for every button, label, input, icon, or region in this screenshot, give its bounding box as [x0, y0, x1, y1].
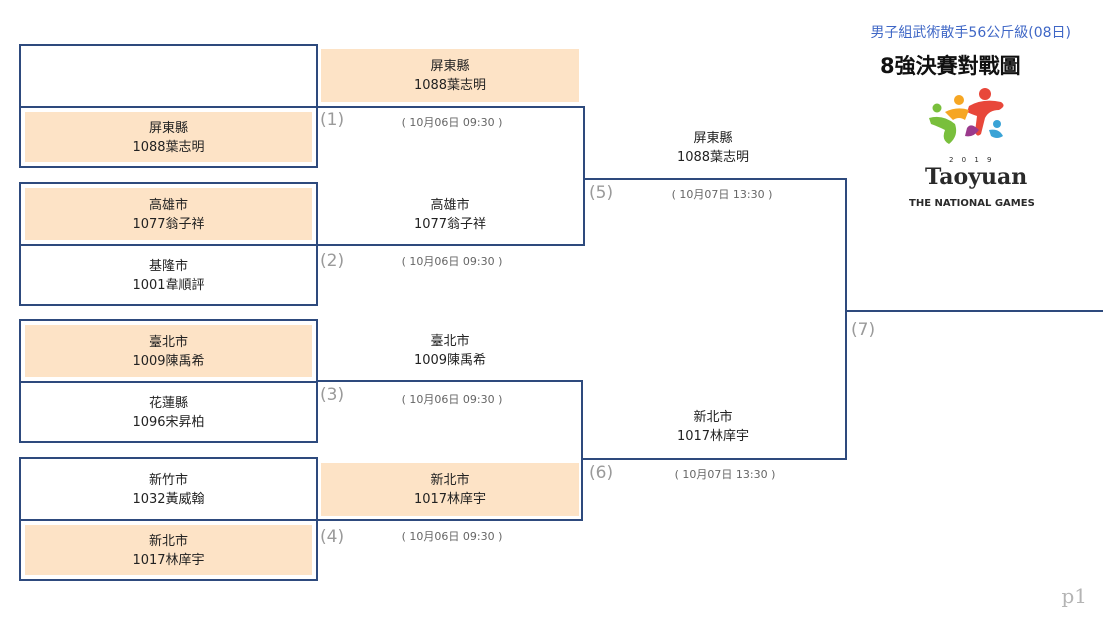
winner-county: 屏東縣	[693, 131, 733, 146]
slot-player: 1077翁子祥	[132, 217, 205, 232]
winner-highlight	[25, 525, 312, 575]
match-2-time: ( 10月06日 09:30 )	[401, 255, 503, 268]
match-2-winner: 高雄市 1077翁子祥	[321, 196, 579, 234]
round1-slot-1	[19, 44, 318, 108]
match-5-winner: 屏東縣 1088葉志明	[585, 129, 841, 167]
match-5-number: (5)	[589, 183, 614, 203]
winner-county: 屏東縣	[430, 59, 470, 74]
bracket-line	[318, 106, 585, 108]
round1-slot-7-entry: 新竹市 1032黃威翰	[21, 471, 316, 509]
match-3-winner: 臺北市 1009陳禹希	[321, 332, 579, 370]
games-logo: 2 0 1 9 Taoyuan THE NATIONAL GAMES	[905, 86, 1035, 212]
bracket-line	[846, 310, 1103, 312]
slot-county: 新竹市	[148, 473, 188, 488]
match-1-winner-highlight	[321, 49, 579, 102]
round1-slot-3: 高雄市 1077翁子祥	[19, 182, 318, 246]
slot-player: 1096宋昇柏	[132, 415, 205, 430]
winner-county: 高雄市	[430, 198, 470, 213]
round1-slot-6-entry: 花蓮縣 1096宋昇柏	[21, 394, 316, 432]
match-3-number: (3)	[320, 385, 345, 405]
slot-county: 基隆市	[148, 259, 188, 274]
slot-player: 1009陳禹希	[132, 354, 205, 369]
logo-year: 2 0 1 9	[949, 156, 995, 164]
winner-county: 新北市	[430, 473, 470, 488]
match-5-time: ( 10月07日 13:30 )	[671, 188, 773, 201]
match-4-winner: 新北市 1017林庠宇	[321, 471, 579, 509]
slot-player: 1001韋順評	[132, 278, 205, 293]
round1-slot-6: 花蓮縣 1096宋昇柏	[19, 381, 318, 443]
bracket-line	[583, 106, 585, 246]
winner-player: 1077翁子祥	[413, 217, 487, 232]
round1-slot-2-entry: 屏東縣 1088葉志明	[21, 119, 316, 157]
slot-county: 新北市	[148, 534, 188, 549]
bracket-line	[845, 178, 847, 460]
bracket-line	[584, 178, 847, 180]
logo-figures-icon	[929, 88, 1004, 144]
slot-county: 臺北市	[148, 335, 188, 350]
round1-slot-4-entry: 基隆市 1001韋順評	[21, 257, 316, 295]
match-1-number: (1)	[320, 110, 345, 130]
match-4-winner-highlight	[321, 463, 579, 516]
logo-wordmark: Taoyuan	[925, 164, 1028, 190]
winner-player: 1017林庠宇	[413, 492, 487, 507]
slot-player: 1017林庠宇	[132, 553, 205, 568]
match-3-time: ( 10月06日 09:30 )	[401, 393, 503, 406]
match-6-winner: 新北市 1017林庠宇	[585, 408, 841, 446]
match-6-time: ( 10月07日 13:30 )	[674, 468, 776, 481]
round1-slot-5-entry: 臺北市 1009陳禹希	[21, 333, 316, 371]
match-1-winner: 屏東縣 1088葉志明	[321, 57, 579, 95]
slot-player: 1032黃威翰	[132, 492, 205, 507]
bracket-line	[582, 458, 847, 460]
winner-player: 1088葉志明	[413, 78, 487, 93]
winner-highlight	[25, 112, 312, 162]
winner-county: 新北市	[693, 410, 733, 425]
winner-highlight	[25, 325, 312, 377]
round1-slot-7: 新竹市 1032黃威翰	[19, 457, 318, 521]
winner-player: 1088葉志明	[676, 150, 750, 165]
bracket-line	[318, 244, 585, 246]
winner-county: 臺北市	[430, 334, 470, 349]
round1-slot-8: 新北市 1017林庠宇	[19, 519, 318, 581]
match-6-number: (6)	[589, 463, 614, 483]
winner-player: 1017林庠宇	[676, 429, 750, 444]
bracket-line	[318, 380, 583, 382]
match-7-number: (7)	[851, 320, 876, 340]
logo-tagline: THE NATIONAL GAMES	[909, 198, 1035, 209]
slot-county: 屏東縣	[148, 121, 188, 136]
page-number: p1	[1061, 584, 1087, 608]
slot-county: 高雄市	[148, 198, 188, 213]
round1-slot-3-entry: 高雄市 1077翁子祥	[21, 196, 316, 234]
match-4-time: ( 10月06日 09:30 )	[401, 530, 503, 543]
event-subtitle: 男子組武術散手56公斤級(08日)	[870, 25, 1071, 41]
round1-slot-8-entry: 新北市 1017林庠宇	[21, 532, 316, 570]
match-1-time: ( 10月06日 09:30 )	[401, 116, 503, 129]
winner-highlight	[25, 188, 312, 240]
page-title: 8強決賽對戰圖	[880, 54, 1021, 78]
round1-slot-2: 屏東縣 1088葉志明	[19, 106, 318, 168]
slot-county: 花蓮縣	[148, 396, 188, 411]
match-4-number: (4)	[320, 527, 345, 547]
bracket-line	[318, 519, 583, 521]
bracket-line	[581, 380, 583, 521]
round1-slot-5: 臺北市 1009陳禹希	[19, 319, 318, 383]
slot-player: 1088葉志明	[132, 140, 205, 155]
round1-slot-4: 基隆市 1001韋順評	[19, 244, 318, 306]
match-2-number: (2)	[320, 251, 345, 271]
winner-player: 1009陳禹希	[413, 353, 487, 368]
